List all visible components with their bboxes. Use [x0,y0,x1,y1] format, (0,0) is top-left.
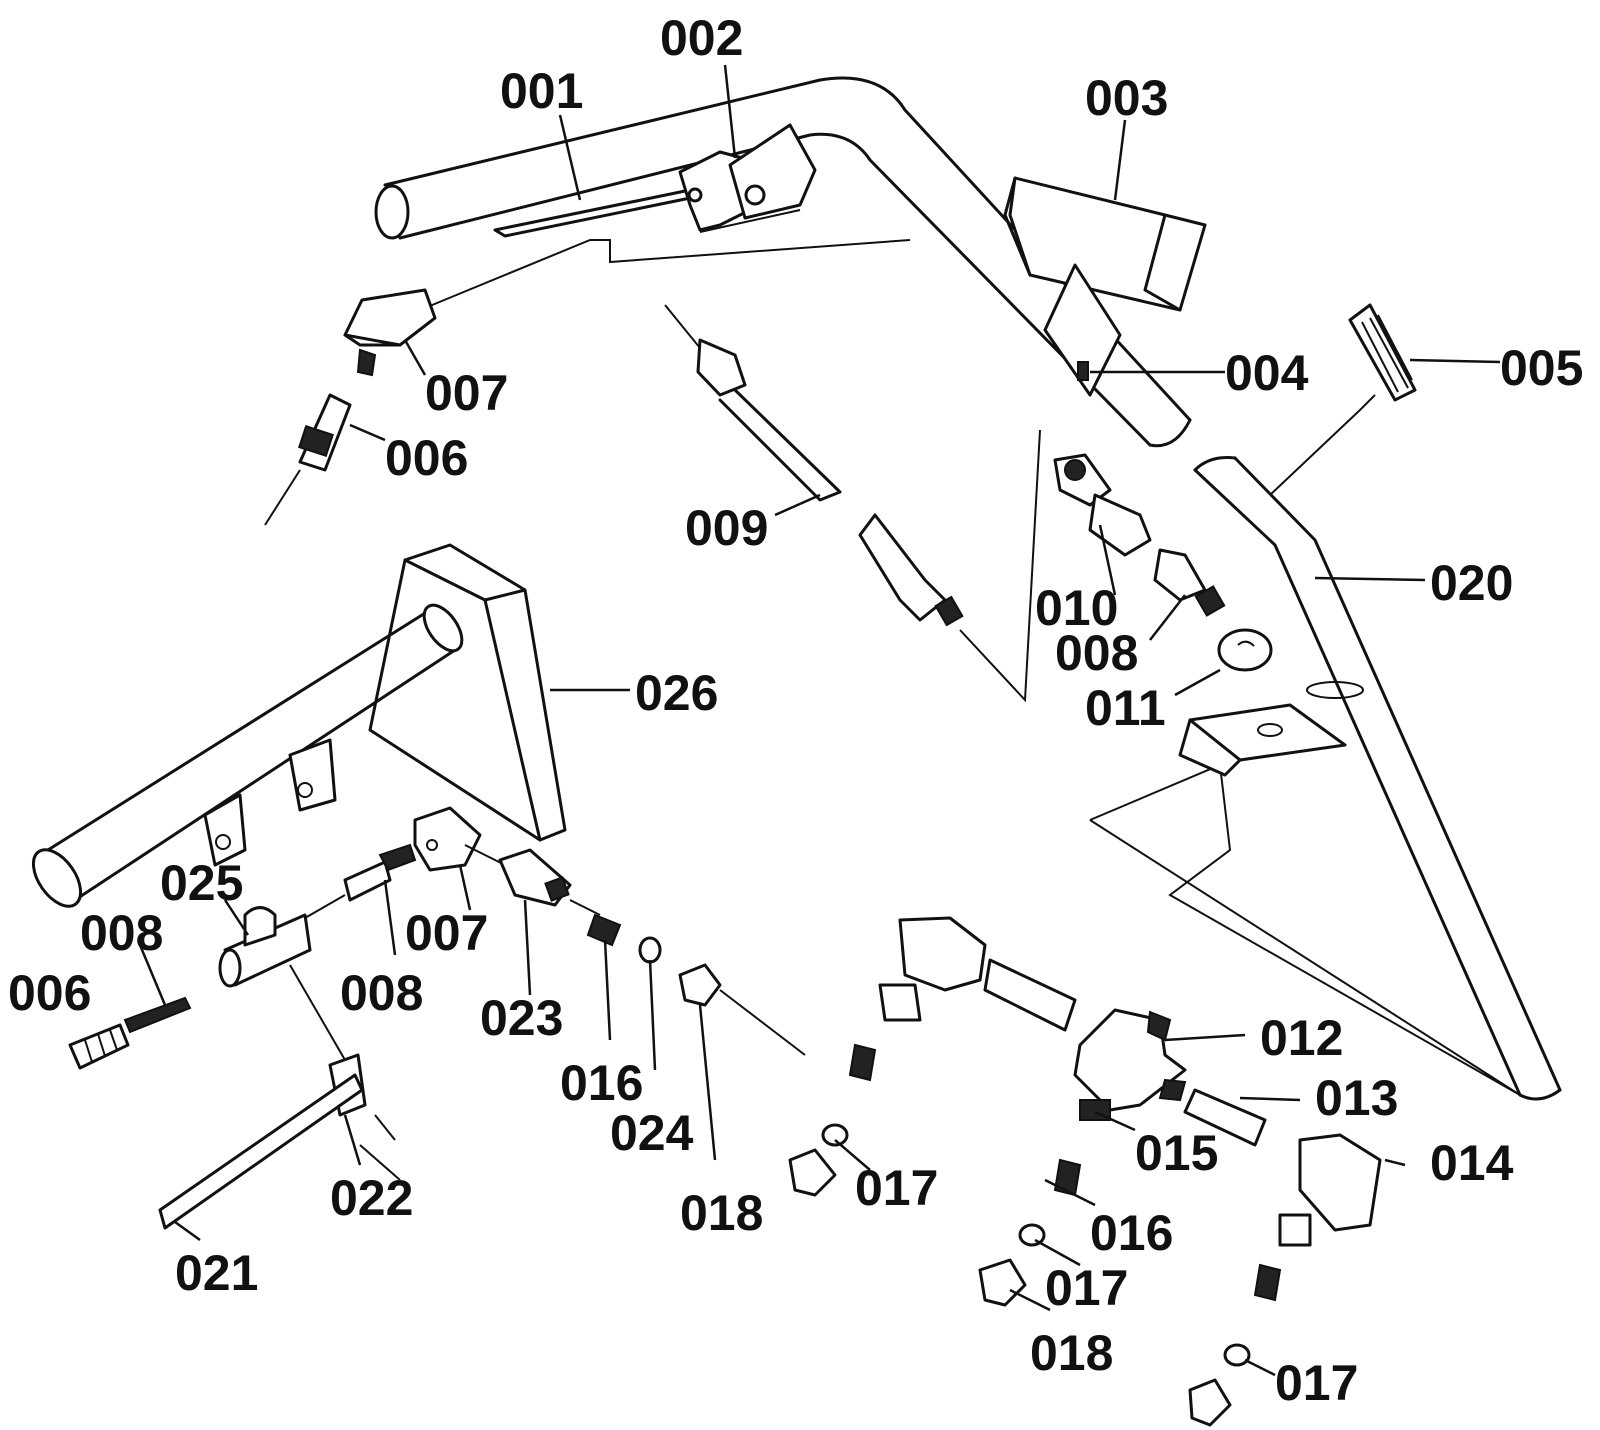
callout-014: 014 [1430,1135,1514,1191]
part-008-left-fitting [123,996,192,1034]
callout-008-mid: 008 [340,965,423,1021]
leader-lines [138,64,1501,1377]
part-013-nipple [1183,1088,1267,1147]
callout-016-right: 016 [1090,1205,1173,1261]
callout-007-upper: 007 [425,365,508,421]
callout-009: 009 [685,500,768,556]
callout-020: 020 [1430,555,1513,611]
part-elbow-left [878,916,1077,1032]
part-007-lower-block [413,806,506,872]
callout-017-a: 017 [855,1160,938,1216]
callout-004: 004 [1225,345,1309,401]
callout-002: 002 [660,10,743,66]
frame-outline [1089,763,1521,1096]
callout-018-left: 018 [680,1185,763,1241]
part-001-slot [493,188,702,238]
part-006-left-fitting [68,1023,130,1070]
callout-005: 005 [1500,340,1583,396]
part-016-spring-left [586,913,622,947]
upper-handle-tube [374,76,1192,448]
part-009-rod [664,304,1041,703]
part-005-plate [1348,303,1417,402]
callout-010: 010 [1035,580,1118,636]
callout-008-left: 008 [80,905,163,961]
part-002-clamp [678,123,817,233]
part-018-nut-left [678,963,806,1056]
part-021-lever [158,1073,364,1230]
part-015-bushing [978,1099,1111,1307]
part-025-tee [218,906,312,988]
callout-023: 023 [480,990,563,1046]
part-026-base-frame [31,543,567,908]
callout-007-lower: 007 [405,905,488,961]
callout-006-upper: 006 [385,430,468,486]
callout-018-right: 018 [1030,1325,1113,1381]
part-004-sleeve [1043,263,1122,397]
assembly-line-001-007 [419,239,911,311]
callout-011: 011 [1085,680,1166,736]
part-020-lower-tube [1193,394,1562,1101]
callout-026: 026 [635,665,718,721]
part-bracket-plate [1178,703,1347,777]
part-017-washer-a [788,1043,877,1197]
callout-012: 012 [1260,1010,1343,1066]
part-008-mid-fitting [304,843,417,919]
part-007-upper-block [343,288,437,377]
part-022-bracket [328,1053,401,1181]
callout-015: 015 [1135,1125,1218,1181]
callout-024: 024 [610,1105,694,1161]
part-014-elbow [1188,1133,1382,1427]
callout-021: 021 [175,1245,258,1301]
callout-008-upper: 008 [1055,625,1138,681]
callout-017-c: 017 [1275,1355,1358,1411]
part-008-upper-fitting [1153,548,1226,617]
part-006-upper-fitting [264,393,352,526]
callout-013: 013 [1315,1070,1398,1126]
callout-labels: 001 002 003 004 005 006 007 009 010 008 … [8,10,1583,1411]
assembly-line-025-022 [289,964,346,1061]
part-010-fitting [1053,453,1152,557]
callout-003: 003 [1085,70,1168,126]
part-012-cross [1073,1008,1187,1112]
callout-022: 022 [330,1170,413,1226]
part-024-washer [638,936,662,964]
callout-025: 025 [160,855,243,911]
part-003-pad [1003,176,1207,312]
callout-016-left: 016 [560,1055,643,1111]
part-011-washer [1217,628,1273,672]
part-023-coupler [498,848,601,916]
callout-017-b: 017 [1045,1260,1128,1316]
callout-006-left: 006 [8,965,91,1021]
callout-001: 001 [500,63,583,119]
